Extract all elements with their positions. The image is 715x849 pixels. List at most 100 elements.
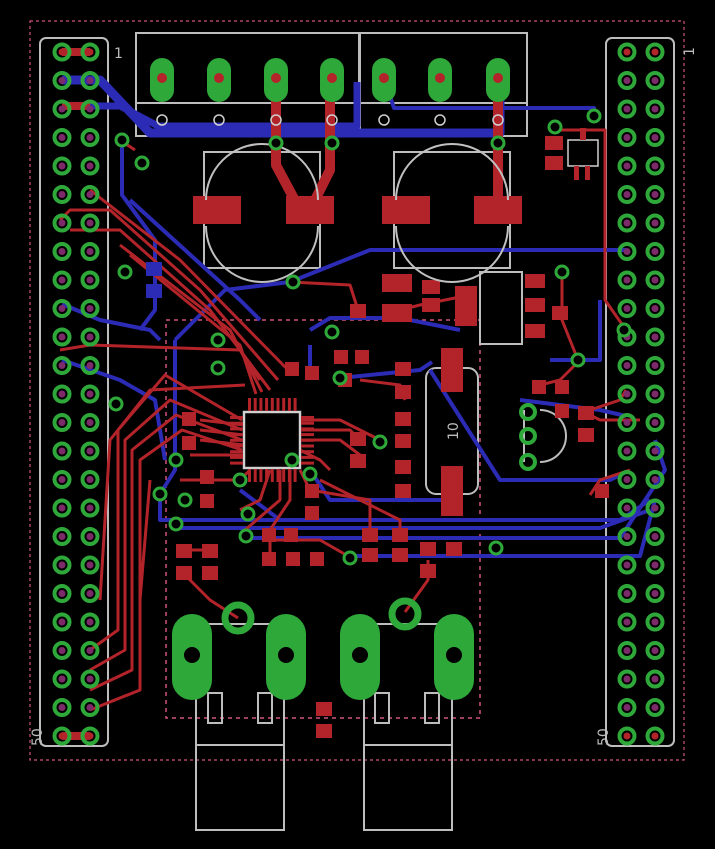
pin-50-label-right: 50 [596, 728, 612, 746]
mcu-pin [287, 468, 291, 482]
header-pin-pad [617, 726, 637, 746]
header-pin-pad [617, 213, 637, 233]
header-pin-pad [80, 327, 100, 347]
mcu-pin [230, 433, 244, 437]
header-pin-pad [80, 42, 100, 62]
pin-1-label-left: 1 [114, 46, 123, 62]
header-pin-pad [80, 726, 100, 746]
mcu-pin [230, 427, 244, 431]
via [372, 434, 388, 450]
mcu-pin [265, 398, 269, 412]
mcu-pin [230, 444, 244, 448]
via [285, 274, 301, 290]
header-pin-pad [617, 42, 637, 62]
vias [108, 108, 632, 566]
header-pin-pad [617, 71, 637, 90]
header-pin-pad [617, 555, 637, 575]
header-pin-pad [645, 42, 665, 62]
mcu-pin [270, 468, 274, 482]
mcu-pin [300, 427, 314, 431]
header-pin-pad [80, 128, 100, 147]
mcu-pin [282, 468, 286, 482]
via [152, 486, 168, 502]
mcu-pin [276, 398, 280, 412]
header-pin-pad [617, 270, 637, 290]
regulator-outline [479, 271, 523, 345]
via [168, 516, 184, 532]
header-pin-pad [52, 555, 72, 575]
bottom-smd-pads [146, 262, 162, 298]
header-pin-pad [617, 384, 637, 404]
header-pin-pad [645, 584, 665, 603]
header-pin-pad [645, 356, 665, 375]
header-pin-pad [52, 327, 72, 347]
mcu-pin [300, 421, 314, 425]
inductor-2-pad-left [382, 196, 430, 224]
via [210, 332, 226, 348]
header-pin-pad [80, 612, 100, 632]
smd-pads [176, 128, 609, 738]
header-pin-pad [645, 441, 665, 461]
header-pin-pad [80, 384, 100, 404]
via [134, 155, 150, 171]
header-pin-pad [645, 327, 665, 347]
header-pin-pad [80, 669, 100, 689]
mcu-pin [248, 398, 251, 412]
header-pin-pad [80, 99, 100, 119]
mcu-pin [300, 455, 314, 459]
header-pin-pad [617, 698, 637, 717]
mcu-pin [230, 421, 244, 425]
header-pin-pad [80, 698, 100, 717]
via [114, 132, 130, 148]
header-pin-pad [617, 299, 637, 318]
pin-1-label-right: 1 [682, 47, 698, 56]
mcu-pin [270, 398, 274, 412]
header-pin-pad [52, 498, 72, 518]
via [586, 108, 602, 124]
board-outline [29, 20, 685, 761]
header-pin-pad [645, 527, 665, 546]
via [332, 370, 348, 386]
mcu-pin [300, 450, 314, 454]
header-pin-pad [52, 441, 72, 461]
header-pin-pad [617, 413, 637, 432]
mcu-pin [248, 468, 251, 482]
header-pin-pad [52, 698, 72, 717]
via [570, 352, 586, 368]
header-pin-pad [645, 498, 665, 518]
header-pin-pad [52, 242, 72, 261]
mcu-pin [230, 438, 244, 442]
via [210, 360, 226, 376]
header-pin-pad [617, 470, 637, 489]
header-pin-pad [645, 71, 665, 90]
right-header-outline [605, 37, 675, 747]
header-pin-pad [52, 612, 72, 632]
header-pin-pad [645, 555, 665, 575]
header-pin-pad [52, 470, 72, 489]
via [324, 324, 340, 340]
mcu-pin [293, 468, 297, 482]
header-pin-pad [645, 213, 665, 233]
header-pin-pad [645, 669, 665, 689]
via [547, 119, 563, 135]
mcu-pin [230, 455, 244, 459]
mcu-pin [276, 468, 280, 482]
header-pin-pad [80, 498, 100, 518]
inductor-bodies [205, 143, 509, 283]
via [177, 492, 193, 508]
header-pin-pad [52, 99, 72, 119]
header-pin-pad [645, 726, 665, 746]
inductor-1-pad-right [286, 196, 334, 224]
via [324, 135, 340, 151]
via [342, 550, 358, 566]
crystal-label: 10 [446, 422, 462, 440]
header-pin-pad [617, 669, 637, 689]
header-pin-pad [645, 299, 665, 318]
via [488, 540, 504, 556]
header-pin-pad [80, 356, 100, 375]
via [168, 452, 184, 468]
header-pin-pad [52, 270, 72, 290]
header-pin-pad [645, 698, 665, 717]
header-pin-pad [80, 185, 100, 204]
